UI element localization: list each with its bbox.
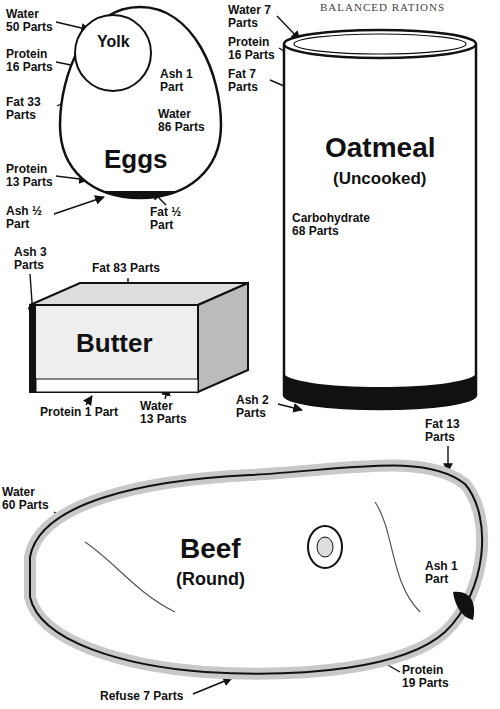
part-label: Fat 83 Parts <box>92 262 160 275</box>
part-label: Ash 2 Parts <box>236 394 279 420</box>
yolk-circle: Yolk <box>73 13 153 93</box>
food-note: (Round) <box>176 570 245 590</box>
part-label: Protein 16 Parts <box>228 36 277 62</box>
part-label: Protein 19 Parts <box>402 664 451 690</box>
part-label: Water 13 Parts <box>140 400 189 426</box>
food-note: (Uncooked) <box>333 170 427 189</box>
butter-block: Butter <box>30 283 248 395</box>
part-label: Fat 7 Parts <box>228 68 271 94</box>
part-label: Water 7 Parts <box>228 4 271 30</box>
food-name: Oatmeal <box>325 133 436 164</box>
part-label: Fat 13 Parts <box>425 418 474 444</box>
part-label: Fat ½ Part <box>150 206 189 232</box>
running-head: BALANCED RATIONS <box>320 1 445 14</box>
food-name: Beef <box>180 534 241 565</box>
part-label: Ash 1 Part <box>425 560 461 586</box>
part-label: Water 86 Parts <box>158 108 207 134</box>
part-label: Ash 3 Parts <box>14 246 57 272</box>
beef-cut-outline <box>25 442 490 682</box>
part-label: Water 50 Parts <box>6 8 55 34</box>
part-label: Fat 33 Parts <box>6 96 55 122</box>
egg-shape: Eggs Yolk <box>58 5 223 200</box>
part-label: Protein 1 Part <box>40 406 118 419</box>
part-label: Protein 13 Parts <box>6 163 55 189</box>
part-label: Ash ½ Part <box>6 205 45 231</box>
part-label: Carbohydrate 68 Parts <box>292 212 373 238</box>
food-name: Yolk <box>97 33 130 51</box>
beef-cut: Beef (Round) <box>25 442 490 682</box>
yolk-circle-outline <box>73 13 153 93</box>
part-label: Water 60 Parts <box>2 486 51 512</box>
part-label: Refuse 7 Parts <box>100 690 183 703</box>
part-label: Protein 16 Parts <box>6 48 55 74</box>
food-name: Butter <box>76 329 153 358</box>
part-label: Ash 1 Part <box>160 68 196 94</box>
food-name: Eggs <box>104 145 168 174</box>
